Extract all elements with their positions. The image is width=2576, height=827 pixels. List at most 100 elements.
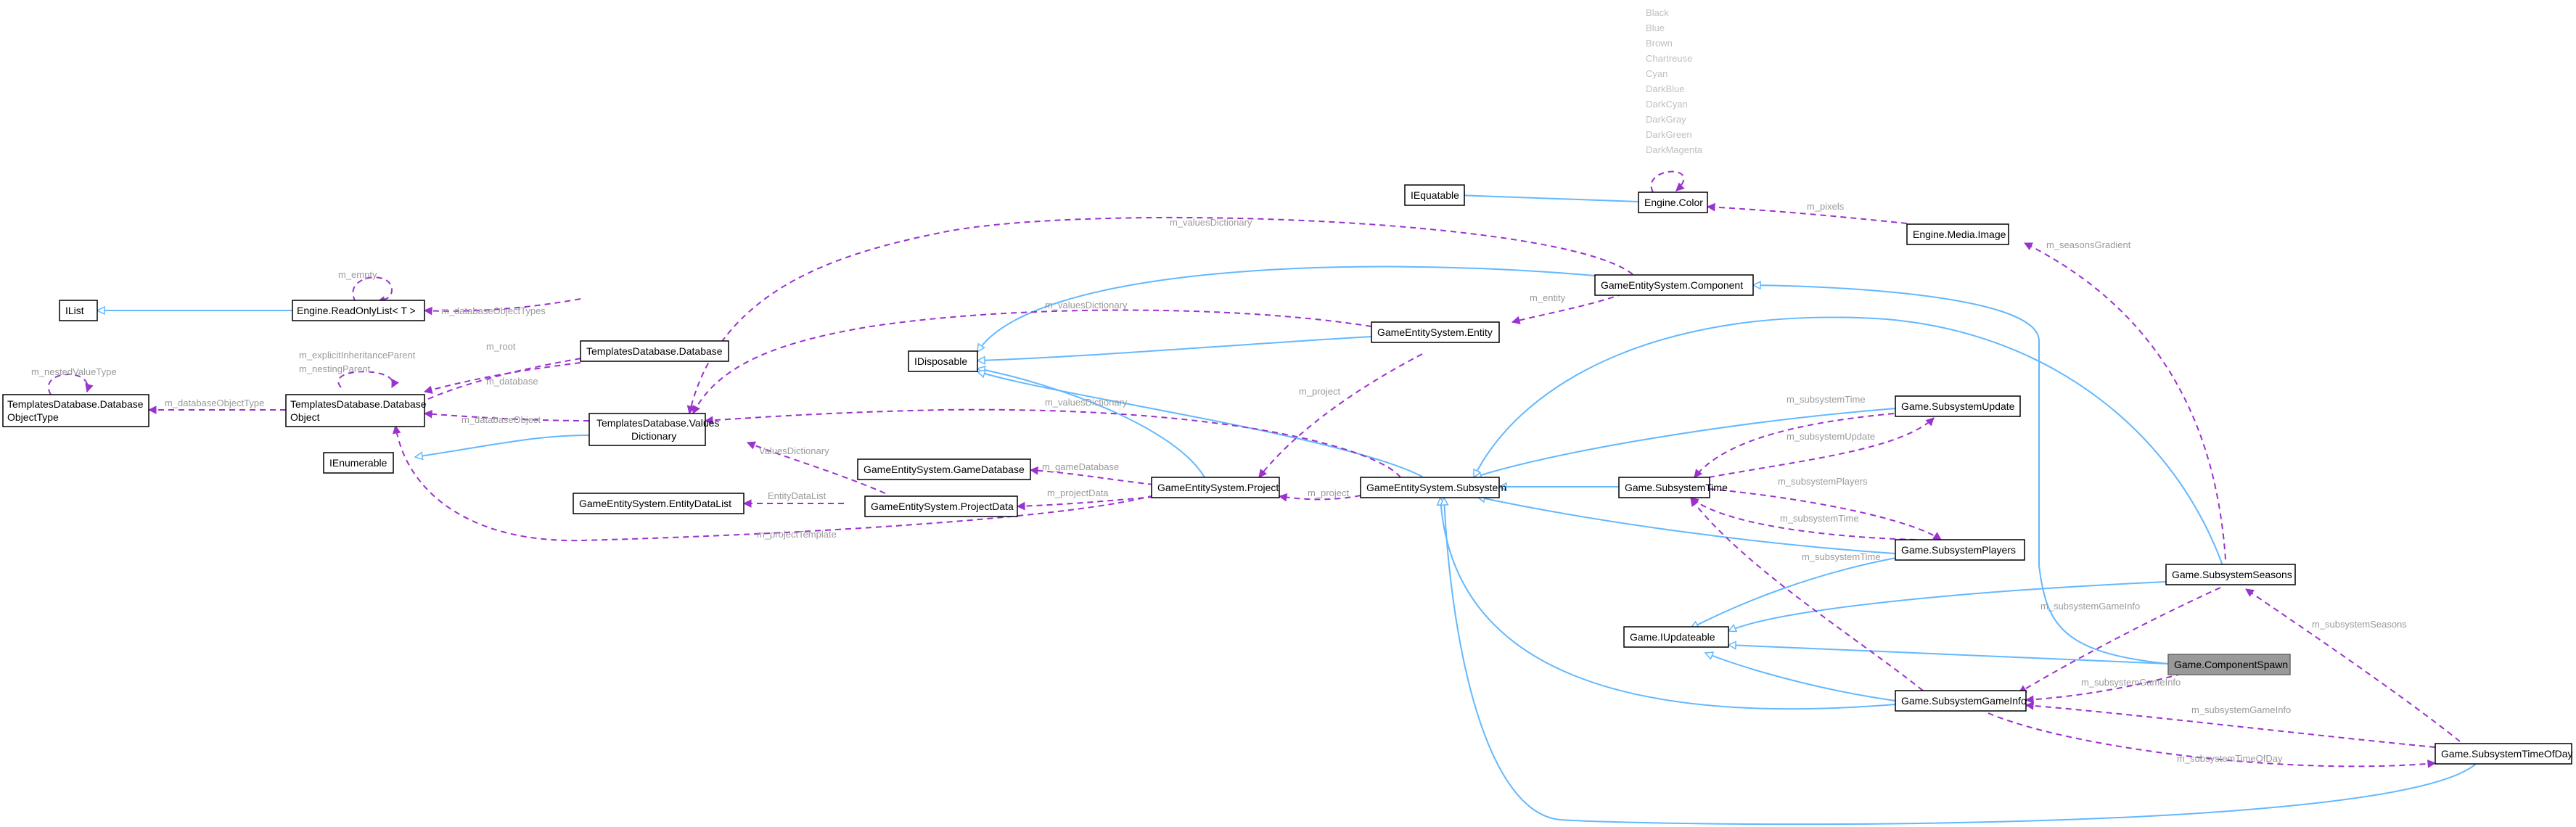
node-label: Game.SubsystemTimeOfDay [2441,748,2573,760]
edge-entity-valuesdict [692,309,1372,414]
node-label: Game.SubsystemPlayers [1901,544,2016,556]
edge-label: m_valuesDictionary [1045,397,1128,408]
node-component[interactable]: GameEntitySystem.Component [1594,274,1754,296]
node-templates-database[interactable]: TemplatesDatabase.Database [580,340,729,362]
node-label: Game.SubsystemUpdate [1901,400,2015,412]
edge-componentspawn-component [1753,285,2169,665]
edge-labels: m_empty m_nestedValueType m_databaseObje… [31,201,2407,764]
edge-label: m_valuesDictionary [1170,217,1252,228]
edge-subsystemgameinfo-iupdateable [1705,653,1896,701]
edge-subsystemtime-subsystemupdate [1708,418,1934,478]
edge-label: m_explicitInheritanceParent [299,350,416,361]
color-constant-label: DarkGreen [1646,129,1692,140]
edge-label: m_gameDatabase [1042,461,1119,472]
edge-label: m_subsystemUpdate [1787,431,1875,442]
edge-project-gamedatabase [1030,470,1154,485]
edge-subsystemupdate-subsystem [1474,408,1896,477]
node-ienumerable[interactable]: IEnumerable [323,452,394,474]
edge-subsystemseasons-iupdateable [1728,581,2167,631]
node-component-spawn[interactable]: Game.ComponentSpawn [2167,654,2291,675]
edge-label: m_subsystemTime [1802,551,1881,562]
edge-subsystemplayers-subsystem [1477,497,1896,554]
class-nodes: IList Engine.ReadOnlyList< T > Templates… [2,184,2573,765]
edge-subsystem-idisposable [977,371,1423,477]
node-label: ObjectType [7,411,59,423]
edge-mediaimage-color [1707,207,1908,224]
edge-color-self [1650,170,1684,193]
edge-label: m_nestedValueType [31,366,117,377]
edge-project-projectdata [1017,496,1154,506]
edge-objecttype-self [48,374,88,395]
edge-timeofday-subsystemgameinfo [2026,705,2436,748]
edge-subsystemgameinfo-subsystem [1440,498,1896,710]
edge-label: m_subsystemPlayers [1778,476,1868,487]
node-label: IEnumerable [329,457,387,469]
node-entity[interactable]: GameEntitySystem.Entity [1371,321,1500,343]
node-idisposable[interactable]: IDisposable [908,350,978,372]
edge-valuesdict-ienumerable [415,435,590,457]
node-label: Object [290,411,320,423]
node-label: TemplatesDatabase.Database [586,345,723,357]
edge-label: m_projectData [1047,487,1109,498]
edge-label: m_nestingParent [299,363,371,374]
node-readonlylist[interactable]: Engine.ReadOnlyList< T > [292,300,425,321]
node-label: Game.SubsystemTime [1625,482,1728,493]
node-subsystem-players[interactable]: Game.SubsystemPlayers [1895,539,2025,561]
edge-timeofday-seasons [2246,588,2461,742]
node-values-dictionary[interactable]: TemplatesDatabase.Values Dictionary [588,413,719,446]
color-constant-label: DarkCyan [1646,99,1688,110]
node-label: Game.ComponentSpawn [2174,659,2288,670]
node-subsystem-timeofday[interactable]: Game.SubsystemTimeOfDay [2435,743,2573,765]
edge-componentspawn-iupdateable [1728,645,2169,665]
node-label: Game.SubsystemSeasons [2172,569,2292,580]
edge-subsystem-project [1279,495,1361,499]
edge-label: m_databaseObjectType [165,398,264,408]
node-label: Game.SubsystemGameInfo [1901,695,2027,707]
edge-label: m_project [1299,386,1340,397]
edge-label: EntityDataList [768,490,826,501]
node-iequatable[interactable]: IEquatable [1404,184,1465,206]
edge-label: m_pixels [1807,201,1845,212]
edge-database-readonlylist [424,298,581,311]
node-label: TemplatesDatabase.Values [596,417,719,429]
edge-subsystem-valuesdict [705,408,1401,478]
edge-subsystemplayers-iupdateable [1691,556,1900,629]
node-subsystem-gameinfo[interactable]: Game.SubsystemGameInfo [1895,690,2027,712]
node-subsystem-seasons[interactable]: Game.SubsystemSeasons [2165,564,2296,585]
node-project[interactable]: GameEntitySystem.Project [1151,477,1280,498]
node-iupdateable[interactable]: Game.IUpdateable [1623,626,1729,648]
node-media-image[interactable]: Engine.Media.Image [1906,223,2009,245]
node-subsystem-time[interactable]: Game.SubsystemTime [1618,477,1728,498]
edge-label: m_empty [338,269,377,280]
edge-subsystemtimeofday-subsystem [1444,498,2477,826]
edge-label: ValuesDictionary [759,445,829,456]
node-entitydatalist[interactable]: GameEntitySystem.EntityDataList [573,493,745,514]
node-label: IList [65,305,84,316]
node-label: IDisposable [914,355,967,367]
color-constant-label: Black [1646,7,1669,18]
node-database-object[interactable]: TemplatesDatabase.Database Object [285,394,427,427]
node-engine-color[interactable]: Engine.Color [1638,192,1708,213]
node-subsystem[interactable]: GameEntitySystem.Subsystem [1360,477,1506,498]
node-gamedatabase[interactable]: GameEntitySystem.GameDatabase [857,458,1031,480]
node-label: GameEntitySystem.Subsystem [1366,482,1506,493]
node-subsystem-update[interactable]: Game.SubsystemUpdate [1895,395,2021,417]
edge-label: m_project [1308,487,1349,498]
edge-subsystemplayers-subsystemtime [1691,497,1916,540]
edge-label: m_subsystemGameInfo [2191,704,2291,715]
edge-label: m_valuesDictionary [1045,300,1128,310]
edge-seasons-subsystemgameinfo [2019,587,2221,694]
edge-label: m_subsystemTime [1780,513,1859,524]
edge-component-valuesdict [689,216,1633,414]
usage-edges [48,170,2461,767]
node-ilist[interactable]: IList [59,300,98,321]
edge-database-dbobject [424,362,581,392]
edge-label: m_subsystemSeasons [2312,619,2407,630]
node-projectdata[interactable]: GameEntitySystem.ProjectData [864,495,1018,517]
color-constants-list: Black Blue Brown Chartreuse Cyan DarkBlu… [1646,7,1703,155]
edge-label: m_subsystemGameInfo [2040,601,2140,612]
node-label: GameEntitySystem.Project [1157,482,1279,493]
node-label: GameEntitySystem.Entity [1377,326,1493,338]
node-database-objecttype[interactable]: TemplatesDatabase.Database ObjectType [2,394,149,427]
